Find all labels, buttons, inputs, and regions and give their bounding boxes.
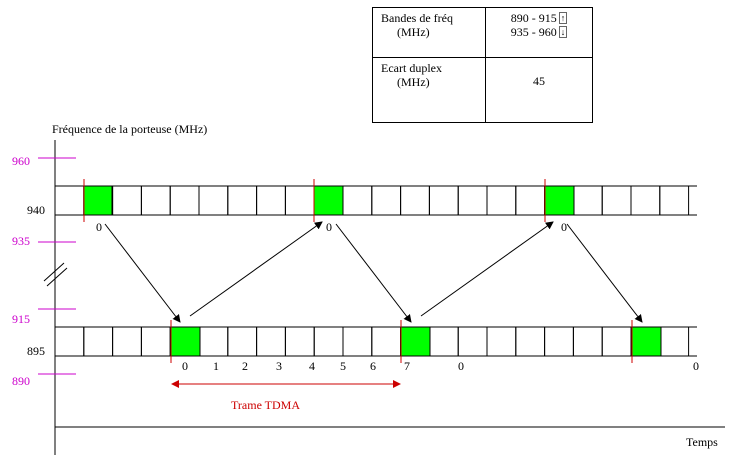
duplex-unit: (MHz) [397,75,430,89]
time-slot-cell [659,326,690,357]
slot-number: 6 [370,359,376,373]
time-slot-cell [486,185,517,216]
time-slot-cell [256,185,286,216]
axis-break-mark [43,262,65,282]
duplex-value: 45 [533,74,545,88]
time-slot-cell [227,326,258,357]
bands-label: Bandes de fréq [381,11,453,25]
time-slot-cell [256,326,286,357]
slot-number: 0 [561,220,567,234]
time-slot-cell [284,326,315,357]
time-slot-cell [140,326,171,357]
duplex-value-cell: 45 [485,57,593,123]
carrier-row-940 [54,185,697,216]
freq-label-935: 935 [12,234,30,248]
time-slot-cell [198,326,229,357]
time-slot-cell [428,185,459,216]
frame-markers [83,179,633,363]
slot-number: 2 [242,359,248,373]
time-slot-cell [659,185,690,216]
time-slot-cell [169,185,200,216]
duplex-label: Ecart duplex [381,61,442,75]
time-slot-cell [112,326,142,357]
time-slot-cell [371,326,402,357]
down-arrow-icon: ↓ [558,26,568,38]
time-slot-cell [515,326,546,357]
time-slot-cell [342,185,373,216]
uplink-band: 890 - 915 [510,11,557,25]
freq-label-940: 940 [27,203,45,217]
slot-number: 0 [182,359,188,373]
active-slot [400,326,431,357]
freq-label-895: 895 [27,344,45,358]
slot-number: 0 [693,359,699,373]
slot-number: 5 [340,359,346,373]
time-slot-cell [630,185,661,216]
time-slot-cell [428,326,459,357]
x-axis-title: Temps [686,435,718,449]
bands-unit: (MHz) [397,25,430,39]
slot-number: 1 [213,359,219,373]
time-slot-cell [572,185,603,216]
time-slot-cell [112,185,142,216]
active-slot [170,326,201,357]
time-slot-cell [371,185,402,216]
time-slot-cell [601,326,632,357]
duplex-label-cell: Ecart duplex (MHz) [372,57,486,123]
time-slot-cell [572,326,603,357]
time-slot-cell [313,326,344,357]
downlink-band: 935 - 960 [510,25,557,39]
carrier-row-895 [54,326,697,357]
slot-number: 0 [326,220,332,234]
bands-value-cell: 890 - 915↑ 935 - 960↓ [485,7,593,58]
time-slot-cell [284,185,315,216]
slot-number: 0 [458,359,464,373]
time-slot-cell [544,326,574,357]
axis-break-mark [46,267,68,287]
time-slot-cell [601,185,632,216]
time-slot-cell [140,185,171,216]
freq-label-960: 960 [12,154,30,168]
time-slot-cell [342,326,373,357]
freq-label-890: 890 [12,374,30,388]
time-slot-cell [227,185,258,216]
band-info-table: Bandes de fréq (MHz) 890 - 915↑ 935 - 96… [372,7,593,123]
tdma-frame-label: Trame TDMA [231,398,300,412]
time-slot-cell [486,326,517,357]
slot-number: 7 [404,359,410,373]
active-slot [631,326,662,357]
time-slot-cell [54,326,85,357]
y-axis-title: Fréquence de la porteuse (MHz) [52,122,207,136]
time-slot-cell [198,185,229,216]
time-slot-cell [400,185,430,216]
time-slot-cell [515,185,546,216]
time-slot-cell [54,185,85,216]
hop-arrows [104,221,643,323]
up-arrow-icon: ↑ [558,12,568,24]
freq-label-915: 915 [12,312,30,326]
slot-number: 3 [276,359,282,373]
time-slot-cell [457,185,488,216]
time-slot-cell [83,326,114,357]
slot-number: 4 [309,359,315,373]
active-slot [313,185,344,216]
slot-number: 0 [96,220,102,234]
active-slot [83,185,113,216]
time-slot-cell [457,326,488,357]
active-slot [544,185,575,216]
bands-label-cell: Bandes de fréq (MHz) [372,7,486,58]
